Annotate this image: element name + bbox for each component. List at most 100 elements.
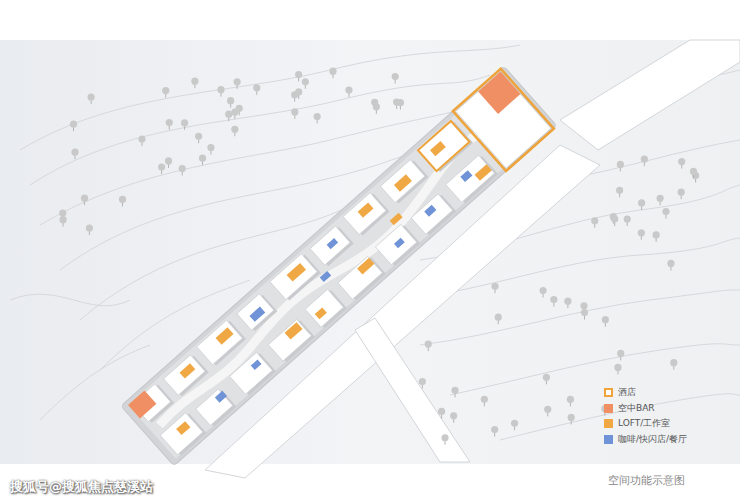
function-patch: [327, 238, 338, 249]
tree-crown: [441, 434, 448, 441]
building: [375, 224, 416, 265]
function-patch: [430, 141, 446, 156]
legend-text: 空中BAR: [618, 402, 655, 415]
building: [338, 256, 383, 299]
tree-crown: [564, 298, 571, 305]
tree-crown: [166, 119, 173, 126]
tree-crown: [71, 149, 78, 156]
inner-path: [154, 114, 510, 433]
building: [380, 160, 425, 203]
tree-crown: [165, 157, 172, 164]
legend-text: 酒店: [618, 386, 636, 399]
function-patch: [251, 360, 262, 370]
function-patch: [394, 238, 405, 248]
tree-crown: [393, 98, 400, 105]
building: [343, 193, 386, 235]
tree-crown: [544, 406, 551, 413]
tree-crown: [419, 378, 426, 385]
tree-crown: [678, 189, 685, 196]
tree-crown: [253, 84, 260, 91]
tree-crown: [225, 111, 232, 118]
tree-crown: [670, 359, 677, 366]
tree-crown: [495, 314, 502, 321]
function-patch: [128, 390, 156, 418]
tree-crown: [191, 78, 198, 85]
tree-crown: [581, 309, 588, 316]
building: [310, 226, 350, 265]
building: [230, 352, 273, 394]
tree-crown: [567, 396, 574, 403]
tree-crown: [345, 86, 352, 93]
tree-crown: [195, 133, 202, 140]
building: [270, 254, 317, 300]
building: [305, 289, 343, 327]
legend-swatch: [604, 404, 613, 413]
building: [446, 155, 495, 202]
function-patch: [315, 307, 327, 319]
tree-crown: [450, 412, 457, 419]
tree-crown: [199, 155, 206, 162]
function-patch: [216, 327, 234, 344]
tree-crown: [236, 105, 243, 112]
tree-crown: [302, 78, 309, 85]
buildings: [127, 70, 555, 462]
function-patch: [320, 271, 331, 282]
tree-crown: [491, 426, 498, 433]
tree-crown: [227, 97, 234, 104]
map-ground: [0, 40, 740, 464]
tree-crown: [662, 208, 669, 215]
tree-crown: [373, 103, 380, 110]
tree-crown: [81, 195, 88, 202]
legend-swatch: [604, 419, 613, 428]
tree-crown: [491, 283, 498, 290]
legend-swatch: [604, 388, 613, 397]
function-patch: [357, 258, 374, 275]
tree-crown: [179, 165, 186, 172]
function-patch: [478, 72, 520, 114]
building: [268, 319, 311, 361]
tree-crown: [617, 350, 624, 357]
tree-crown: [667, 260, 674, 267]
caption: 空间功能示意图: [608, 473, 685, 488]
tree-crown: [614, 364, 621, 371]
tree-crown: [657, 195, 664, 202]
roads: [205, 40, 740, 478]
tree-crown: [231, 126, 238, 133]
tree-crown: [392, 73, 399, 80]
tree-crown: [158, 163, 165, 170]
hotel-outline: [418, 121, 469, 171]
tree-crown: [329, 68, 336, 75]
tree-crown: [59, 216, 66, 223]
legend-text: 咖啡/快闪店/餐厅: [618, 433, 687, 446]
tree-crown: [438, 408, 445, 415]
legend-swatch: [604, 435, 613, 444]
tree-crown: [611, 215, 618, 222]
function-patch: [249, 307, 265, 322]
function-patch: [180, 363, 196, 378]
tree-crown: [314, 113, 321, 120]
tree-crown: [638, 199, 645, 206]
tree-crown: [539, 287, 546, 294]
function-patch: [287, 263, 306, 282]
function-patch: [424, 205, 436, 217]
tree-crown: [511, 420, 518, 427]
tree-crown: [291, 108, 298, 115]
tree-crown: [690, 168, 697, 175]
tree-crown: [580, 302, 587, 309]
legend-row: 空中BAR: [604, 402, 655, 415]
tree-crown: [678, 158, 685, 165]
tree-crown: [59, 209, 66, 216]
tree-crown: [119, 196, 126, 203]
tree-crown: [617, 161, 624, 168]
building: [164, 355, 206, 395]
function-patch: [394, 174, 412, 191]
tree-crown: [638, 229, 645, 236]
legend-row: LOFT/工作室: [604, 417, 670, 430]
tree-crown: [481, 396, 488, 403]
function-patch: [460, 170, 472, 182]
tree-crown: [568, 414, 575, 421]
building: [456, 72, 551, 169]
site-block: [121, 66, 558, 467]
function-patch: [358, 203, 374, 218]
